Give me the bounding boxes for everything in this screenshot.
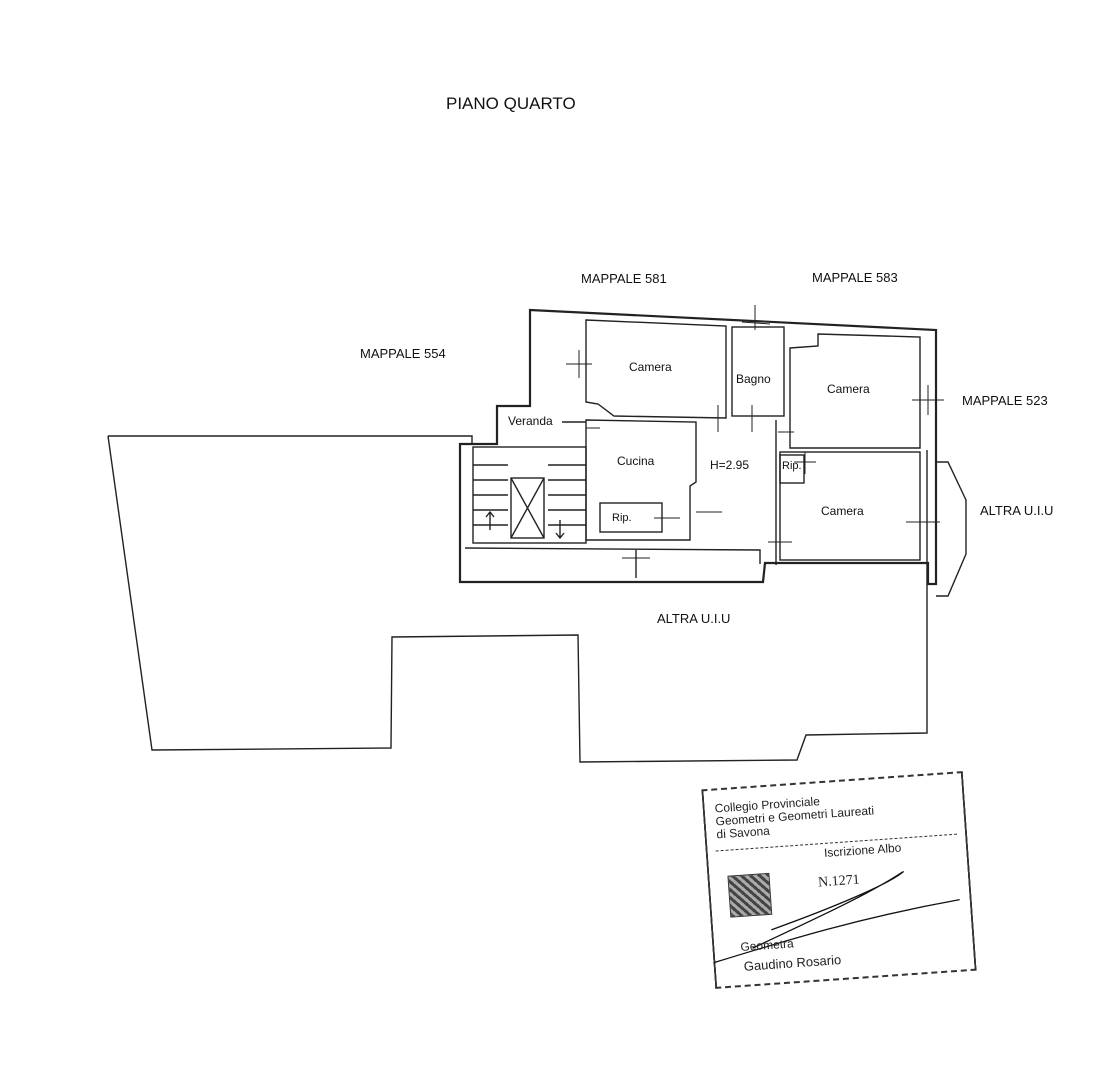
stair-steps: [473, 464, 586, 526]
camera-3-walls: [779, 451, 921, 561]
room-bagno: Bagno: [736, 372, 771, 386]
altra-uiu-bottom-label: ALTRA U.I.U: [657, 611, 731, 626]
lot-outline: [107, 435, 928, 763]
mappale-554-label: MAPPALE 554: [360, 346, 446, 361]
mappale-523-label: MAPPALE 523: [962, 393, 1048, 408]
room-rip-2: Rip.: [782, 460, 802, 472]
camera-1-walls: [585, 319, 727, 419]
rip-2-walls: [779, 454, 805, 484]
room-veranda: Veranda: [508, 414, 553, 428]
room-camera-2: Camera: [827, 382, 870, 396]
altra-uiu-right-label: ALTRA U.I.U: [980, 503, 1054, 518]
mappale-583-label: MAPPALE 583: [812, 270, 898, 285]
camera-2-walls: [789, 333, 921, 449]
room-camera-3: Camera: [821, 504, 864, 518]
room-height: H=2.95: [710, 458, 750, 472]
apartment-outline: [458, 308, 938, 586]
bay-window: [936, 461, 967, 597]
room-rip-1: Rip.: [612, 512, 632, 524]
professional-stamp: Collegio Provinciale Geometri e Geometri…: [701, 771, 977, 989]
stamp-role: Geometra: [739, 936, 795, 955]
bagno-walls: [731, 326, 785, 417]
elevator-shaft: [510, 477, 545, 539]
room-cucina: Cucina: [617, 454, 655, 468]
mappale-581-label: MAPPALE 581: [581, 271, 667, 286]
room-camera-1: Camera: [629, 360, 672, 374]
cucina-walls: [585, 419, 697, 541]
floor-title: PIANO QUARTO: [446, 94, 576, 113]
signature-icon: [701, 870, 960, 969]
